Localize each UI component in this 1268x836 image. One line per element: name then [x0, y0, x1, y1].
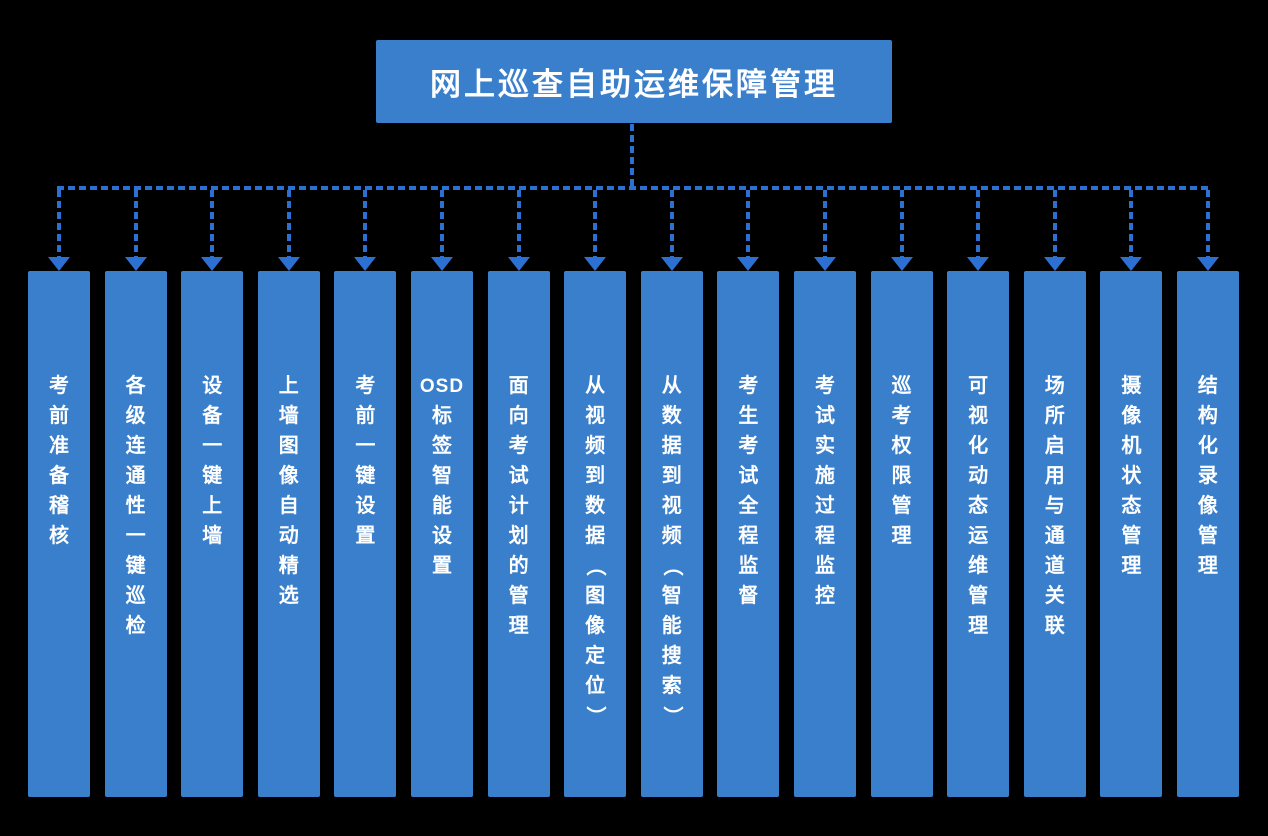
branch-connector-line	[1129, 190, 1134, 257]
branch-node: 考前准备稽核	[28, 271, 90, 797]
arrow-down-icon	[277, 257, 300, 271]
branch-node: 考试实施过程监控	[793, 271, 856, 797]
arrow-down-icon	[1043, 257, 1066, 271]
branch-connector-line	[669, 190, 674, 257]
branch-column-15: 摄像机状态管理	[1100, 190, 1163, 797]
arrow-down-icon	[430, 257, 453, 271]
root-node: 网上巡查自助运维保障管理	[376, 40, 892, 123]
branch-node: 面向考试计划的管理	[487, 271, 550, 797]
branch-connector-line	[822, 190, 827, 257]
arrow-down-icon	[890, 257, 913, 271]
arrow-down-icon	[354, 257, 377, 271]
branch-node: 各级连通性一键巡检	[104, 271, 167, 797]
arrow-down-icon	[124, 257, 147, 271]
branch-connector-line	[516, 190, 521, 257]
branch-connector-line	[133, 190, 138, 257]
branch-connector-line	[57, 190, 61, 257]
arrow-down-icon	[1196, 257, 1219, 271]
branch-node: 上墙图像自动精选	[257, 271, 320, 797]
arrow-down-icon	[201, 257, 224, 271]
branch-connector-line	[593, 190, 598, 257]
branch-column-13: 可视化动态运维管理	[947, 190, 1010, 797]
branch-node: 从视频到数据（图像定位）	[564, 271, 627, 797]
branch-connector-line	[976, 190, 981, 257]
branch-column-3: 设备一键上墙	[181, 190, 244, 797]
arrow-down-icon	[584, 257, 607, 271]
branch-column-1: 考前准备稽核	[28, 190, 90, 797]
branch-column-14: 场所启用与通道关联	[1023, 190, 1086, 797]
arrow-down-icon	[48, 257, 70, 271]
branch-node: 巡考权限管理	[870, 271, 933, 797]
branch-node: 设备一键上墙	[181, 271, 244, 797]
branch-connector-line	[746, 190, 751, 257]
root-node-label: 网上巡查自助运维保障管理	[430, 67, 838, 102]
branch-column-10: 考生考试全程监督	[717, 190, 780, 797]
arrow-down-icon	[813, 257, 836, 271]
branch-column-12: 巡考权限管理	[870, 190, 933, 797]
branch-node: 从数据到视频（智能搜索）	[640, 271, 703, 797]
branch-connector-line	[286, 190, 291, 257]
branch-column-11: 考试实施过程监控	[793, 190, 856, 797]
branch-column-4: 上墙图像自动精选	[257, 190, 320, 797]
branch-column-5: 考前一键设置	[334, 190, 397, 797]
branch-node: 结构化录像管理	[1176, 271, 1239, 797]
branch-column-8: 从视频到数据（图像定位）	[564, 190, 627, 797]
root-connector-line	[630, 124, 634, 187]
arrow-down-icon	[660, 257, 683, 271]
branch-node: 摄像机状态管理	[1100, 271, 1163, 797]
branch-connector-line	[210, 190, 215, 257]
branch-column-16: 结构化录像管理	[1176, 190, 1239, 797]
branch-node: 场所启用与通道关联	[1023, 271, 1086, 797]
arrow-down-icon	[967, 257, 990, 271]
branch-column-2: 各级连通性一键巡检	[104, 190, 167, 797]
branch-column-7: 面向考试计划的管理	[487, 190, 550, 797]
branch-connector-line	[899, 190, 904, 257]
branch-column-9: 从数据到视频（智能搜索）	[640, 190, 703, 797]
branch-node: 可视化动态运维管理	[947, 271, 1010, 797]
arrow-down-icon	[1120, 257, 1143, 271]
branch-node: 考前一键设置	[334, 271, 397, 797]
branch-connector-line	[439, 190, 444, 257]
branch-node: 考生考试全程监督	[717, 271, 780, 797]
branch-connector-line	[363, 190, 368, 257]
branch-connector-line	[1205, 190, 1210, 257]
arrow-down-icon	[737, 257, 760, 271]
branch-connector-line	[1052, 190, 1057, 257]
horizontal-connector-line	[57, 186, 1211, 190]
arrow-down-icon	[507, 257, 530, 271]
